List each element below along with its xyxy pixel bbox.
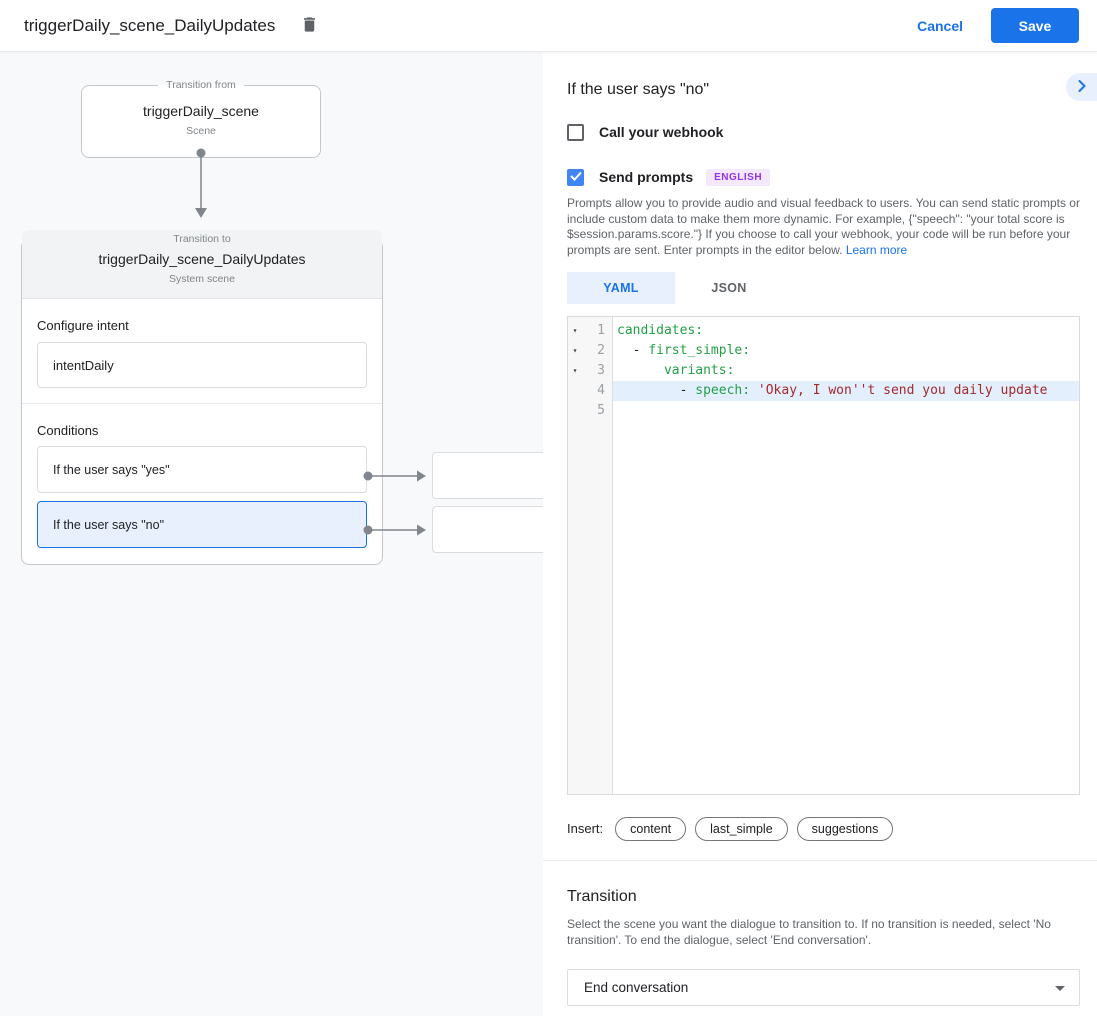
fold-arrow-icon[interactable]: ▾ (572, 366, 578, 375)
token-key: first_simple: (648, 343, 751, 358)
transition-from-node[interactable]: Transition from triggerDaily_scene Scene (81, 79, 321, 158)
gutter-line-5: 5 (568, 401, 612, 421)
fold-spacer (568, 381, 582, 401)
language-badge: ENGLISH (706, 168, 771, 186)
save-button[interactable]: Save (991, 8, 1079, 43)
webhook-row: Call your webhook (567, 123, 1080, 141)
line-number: 1 (597, 323, 605, 338)
token-plain (617, 363, 664, 378)
fold-arrow-icon[interactable]: ▾ (572, 326, 578, 335)
transition-dropdown[interactable]: End conversation (567, 969, 1080, 1006)
node-section-divider (22, 403, 382, 404)
gutter-line-4: 4 (568, 381, 612, 401)
token-string: 'Okay, I won''t send you daily update (757, 383, 1048, 398)
checkmark-icon (569, 168, 582, 186)
code-line-1[interactable]: candidates: (613, 321, 1079, 341)
transition-target-box[interactable] (432, 506, 543, 553)
delete-button[interactable] (295, 12, 323, 40)
editor-format-tabs: YAML JSON (567, 272, 1080, 304)
transition-from-legend: Transition from (166, 79, 236, 91)
code-line-4[interactable]: - speech: 'Okay, I won''t send you daily… (613, 381, 1079, 401)
gutter-line-2[interactable]: ▾2 (568, 341, 612, 361)
tab-json[interactable]: JSON (711, 281, 747, 295)
fold-spacer (568, 401, 582, 421)
token-plain: - (617, 343, 649, 358)
insert-row: Insert: content last_simple suggestions (567, 816, 1080, 841)
line-number: 3 (597, 363, 605, 378)
send-prompts-label: Send prompts (599, 169, 694, 185)
prompts-row: Send prompts ENGLISH (567, 168, 1080, 186)
tab-yaml[interactable]: YAML (567, 272, 675, 304)
transition-dropdown-value: End conversation (584, 980, 689, 995)
insert-chip-suggestions[interactable]: suggestions (796, 816, 894, 841)
insert-chip-content[interactable]: content (615, 816, 687, 841)
line-number: 5 (597, 403, 605, 418)
token-plain: - (617, 383, 696, 398)
flow-canvas: Transition from triggerDaily_scene Scene… (0, 52, 543, 1016)
panel-title: If the user says "no" (567, 81, 710, 98)
panel-divider (543, 860, 1097, 861)
learn-more-link[interactable]: Learn more (845, 242, 908, 257)
token-key: variants: (663, 363, 735, 378)
token-key: speech: (695, 383, 751, 398)
send-prompts-checkbox[interactable] (567, 168, 584, 186)
transition-target-box[interactable] (432, 452, 543, 499)
code-line-3[interactable]: variants: (613, 361, 1079, 381)
transition-to-legend: Transition to (173, 233, 231, 245)
collapse-panel-button[interactable] (1066, 73, 1097, 101)
transition-heading: Transition (567, 888, 637, 905)
chevron-right-icon (1078, 79, 1086, 95)
token-key: candidates: (617, 323, 704, 338)
gutter-line-3[interactable]: ▾3 (568, 361, 612, 381)
token-plain (750, 383, 758, 398)
condition-item-no[interactable]: If the user says "no" (37, 501, 367, 548)
conditions-section: Conditions If the user says "yes" If the… (22, 404, 382, 548)
code-line-2[interactable]: - first_simple: (613, 341, 1079, 361)
insert-label: Insert: (567, 821, 604, 836)
to-scene-title: triggerDaily_scene_DailyUpdates (98, 251, 306, 267)
prompts-description-text: Prompts allow you to provide audio and v… (567, 196, 1080, 257)
from-scene-title: triggerDaily_scene (143, 103, 259, 119)
editor-code[interactable]: candidates: - first_simple: variants: - … (613, 317, 1079, 794)
configure-intent-label: Configure intent (37, 318, 129, 333)
call-webhook-checkbox[interactable] (567, 123, 584, 141)
condition-label: If the user says "no" (53, 517, 165, 532)
intent-name: intentDaily (53, 357, 114, 373)
condition-item-yes[interactable]: If the user says "yes" (37, 446, 367, 493)
line-number: 2 (597, 343, 605, 358)
intent-item[interactable]: intentDaily (37, 342, 367, 388)
call-webhook-label: Call your webhook (599, 124, 724, 140)
transition-to-node: Transition to triggerDaily_scene_DailyUp… (21, 230, 383, 565)
trash-icon (300, 15, 319, 37)
dropdown-caret-icon (1055, 986, 1065, 991)
to-scene-subtitle: System scene (169, 273, 235, 285)
condition-detail-panel: If the user says "no" Call your webhook … (543, 52, 1097, 1016)
cancel-button[interactable]: Cancel (917, 17, 963, 34)
gutter-line-1[interactable]: ▾1 (568, 321, 612, 341)
to-node-header: triggerDaily_scene_DailyUpdates System s… (22, 230, 382, 299)
insert-chip-last-simple[interactable]: last_simple (695, 816, 788, 841)
condition-label: If the user says "yes" (53, 462, 170, 477)
code-line-5[interactable] (613, 401, 1079, 421)
line-number: 4 (597, 383, 605, 398)
prompts-description: Prompts allow you to provide audio and v… (567, 196, 1080, 258)
conditions-label: Conditions (37, 423, 99, 438)
transition-description: Select the scene you want the dialogue t… (567, 917, 1051, 947)
fold-arrow-icon[interactable]: ▾ (572, 346, 578, 355)
top-bar: triggerDaily_scene_DailyUpdates Cancel S… (0, 0, 1097, 52)
from-scene-subtitle: Scene (186, 125, 216, 137)
configure-intent-section: Configure intent intentDaily (22, 299, 382, 388)
page-title: triggerDaily_scene_DailyUpdates (24, 15, 276, 35)
